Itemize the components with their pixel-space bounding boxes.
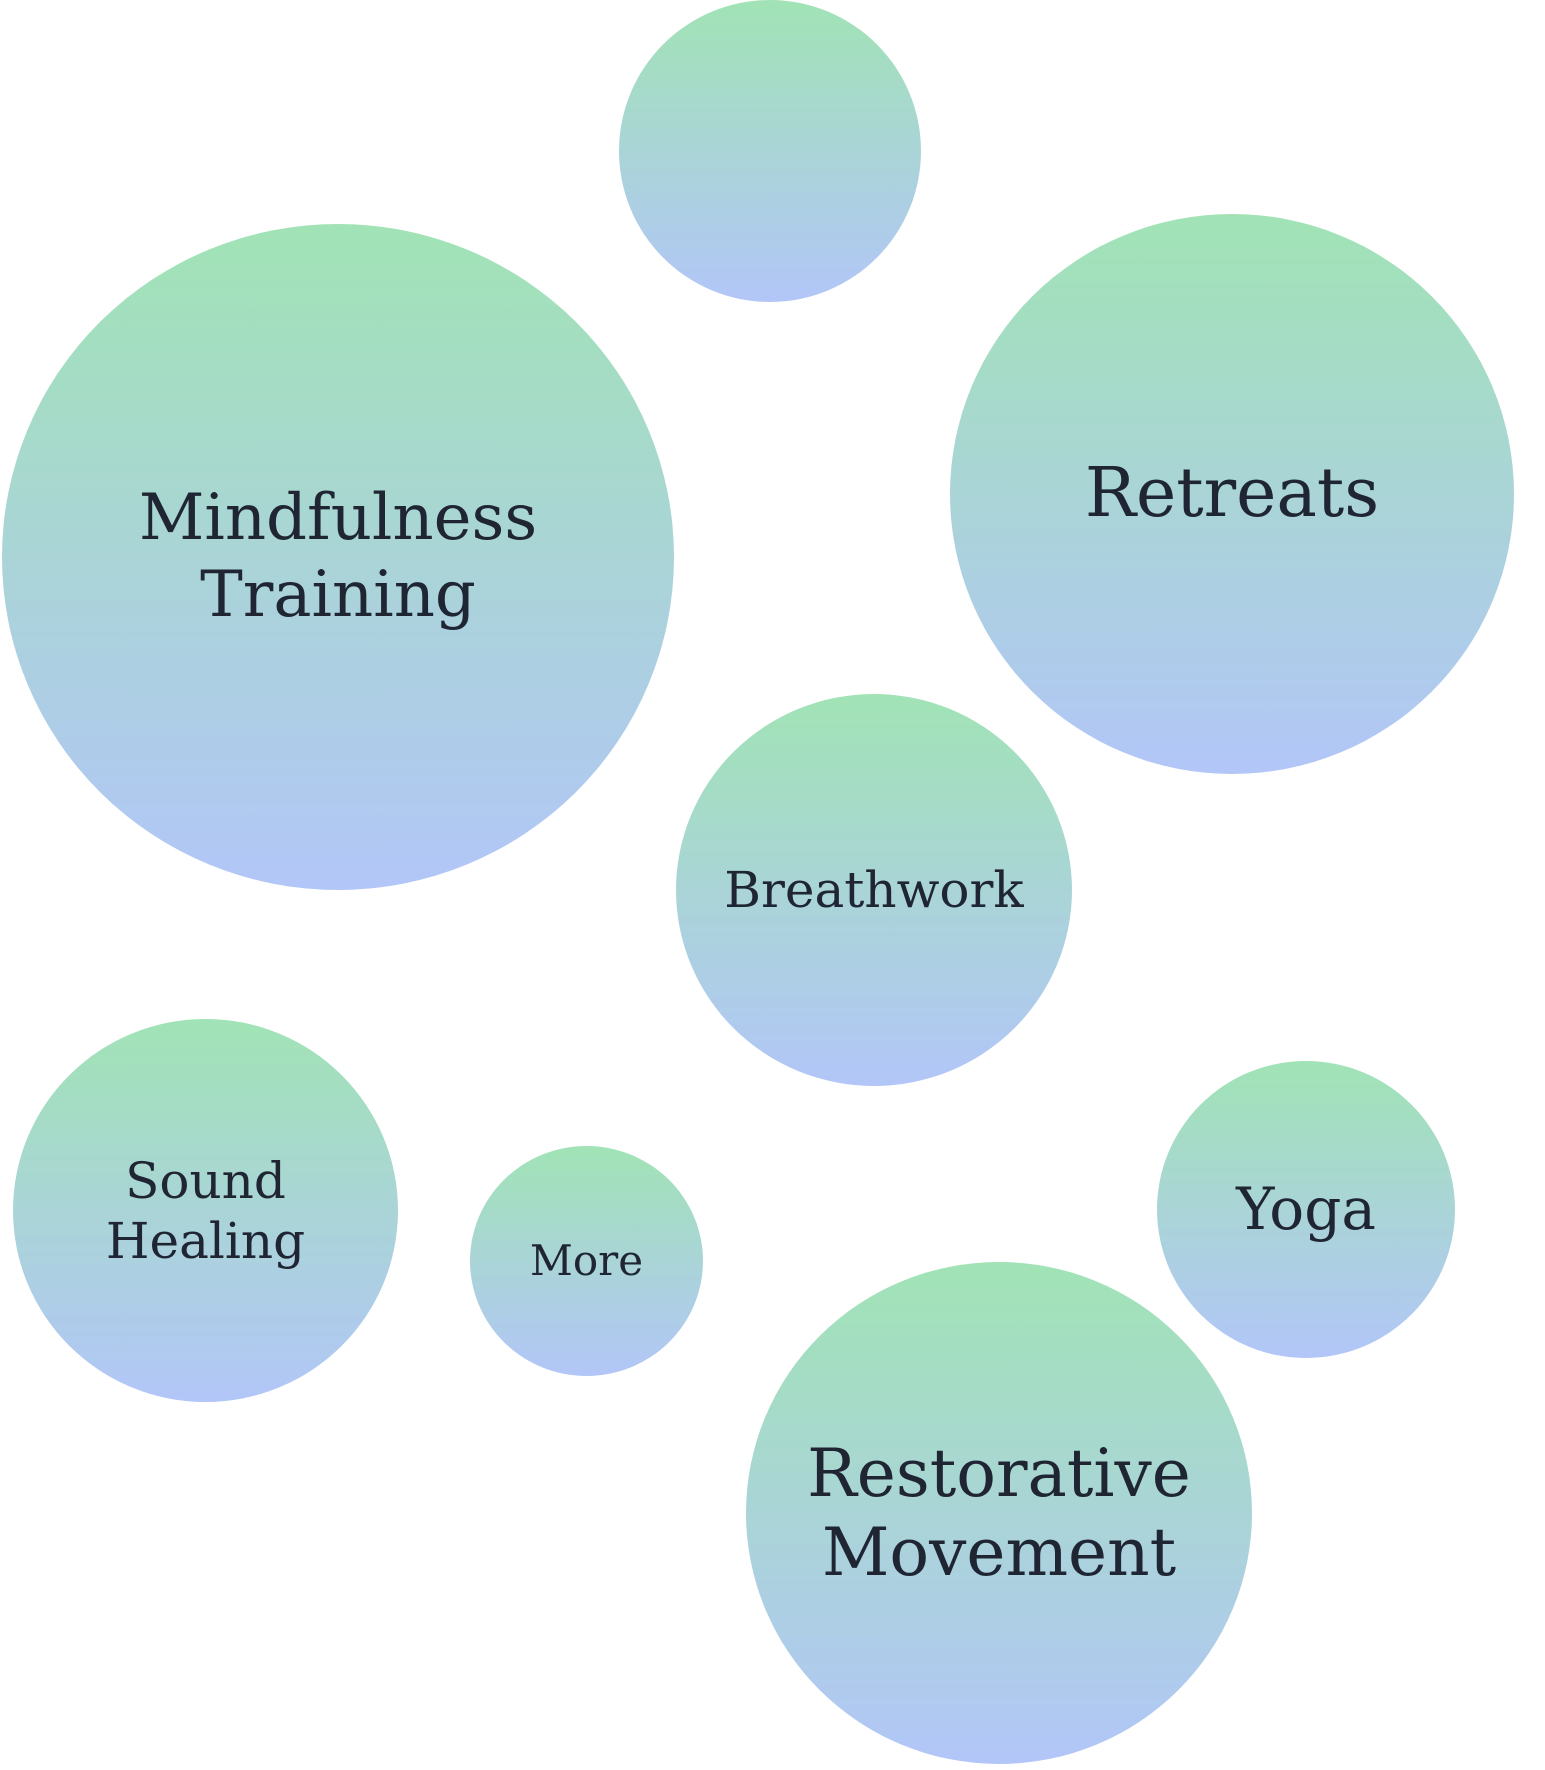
bubble-mindfulness-training: Mindfulness Training [2,224,674,890]
bubble-restorative-movement: Restorative Movement [746,1262,1252,1764]
bubble-more: More [470,1146,703,1376]
bubble-retreats: Retreats [950,214,1514,774]
bubble-empty [619,0,921,302]
bubble-label: Yoga [1236,1174,1376,1243]
bubble-label: More [529,1235,644,1285]
bubble-label: Breathwork [724,861,1024,919]
bubble-breathwork: Breathwork [676,694,1072,1086]
bubble-label: Retreats [1084,454,1380,534]
bubble-sound-healing: Sound Healing [13,1019,398,1402]
bubble-label: Mindfulness Training [138,481,538,632]
bubble-yoga: Yoga [1157,1061,1455,1358]
bubble-label: Sound Healing [105,1151,306,1270]
bubble-label: Restorative Movement [807,1434,1191,1591]
